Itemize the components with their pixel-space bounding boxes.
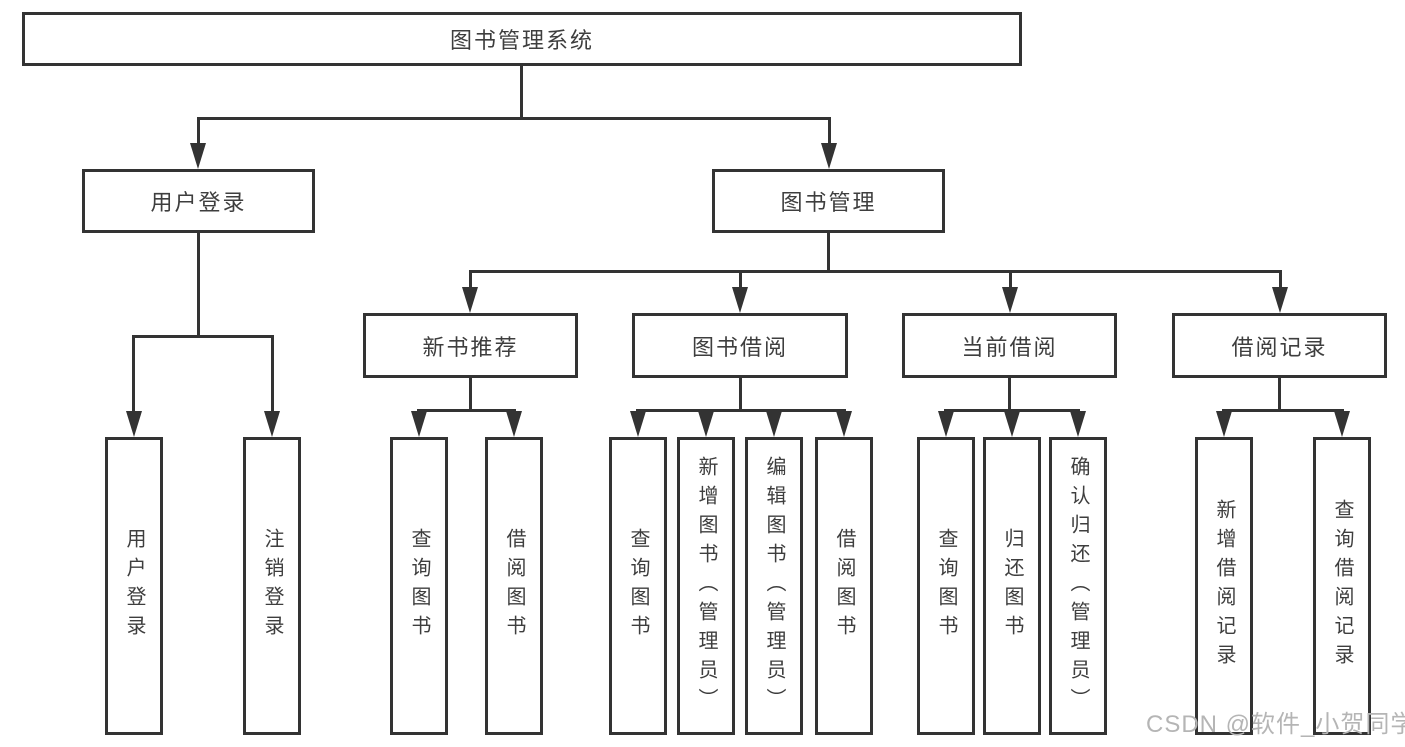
node-label: 借阅记录 [1231,334,1328,360]
node-leaf-return-books: 归还图书 [983,437,1041,735]
node-book-borrowing: 图书借阅 [632,313,848,378]
node-current-borrowing: 当前借阅 [902,313,1117,378]
node-borrowing-records: 借阅记录 [1172,313,1387,378]
node-label: 查询图书 [627,528,649,644]
node-leaf-search-borrow-record: 查询借阅记录 [1313,437,1371,735]
node-label: 查询图书 [935,528,957,644]
node-leaf-add-borrow-record: 新增借阅记录 [1195,437,1253,735]
connector-user-login-hbar [132,335,274,338]
node-label: 注销登录 [261,528,283,644]
node-library-management-system: 图书管理系统 [22,12,1022,66]
arrow-down-icon [732,287,748,313]
node-label: 借阅图书 [833,528,855,644]
arrow-down-icon [1272,287,1288,313]
arrow-down-icon [821,143,837,169]
connector-book-mgmt-stem [827,233,830,273]
node-label: 归还图书 [1001,528,1023,644]
arrow-down-icon [190,143,206,169]
connector-root-left-drop [197,117,200,146]
node-label: 确认归还（管理员） [1067,455,1089,717]
node-leaf-borrow-books-recommend: 借阅图书 [485,437,543,735]
arrow-down-icon [836,411,852,437]
arrow-down-icon [1334,411,1350,437]
node-label: 图书借阅 [691,334,788,360]
connector-current-stem [1008,378,1011,411]
node-label: 用户登录 [123,528,145,644]
node-label: 当前借阅 [961,334,1058,360]
arrow-down-icon [698,411,714,437]
node-book-management: 图书管理 [712,169,945,233]
node-leaf-add-books-admin: 新增图书（管理员） [677,437,735,735]
connector-drop [469,270,472,290]
connector-drop [739,270,742,290]
arrow-down-icon [264,411,280,437]
node-label: 编辑图书（管理员） [763,455,785,717]
node-leaf-user-login: 用户登录 [105,437,163,735]
connector-drop [1279,270,1282,290]
node-leaf-borrow-books-borrowing: 借阅图书 [815,437,873,735]
connector-records-stem [1278,378,1281,411]
node-new-book-recommendation: 新书推荐 [363,313,578,378]
node-label: 图书管理系统 [449,28,594,53]
node-label: 查询图书 [408,528,430,644]
connector-user-login-left-drop [132,335,135,411]
node-label: 新增图书（管理员） [695,455,717,717]
arrow-down-icon [506,411,522,437]
connector-current-hbar [944,409,1080,412]
node-label: 新增借阅记录 [1213,499,1235,673]
connector-records-hbar [1222,409,1344,412]
connector-drop [1009,270,1012,290]
arrow-down-icon [938,411,954,437]
node-leaf-search-books-current: 查询图书 [917,437,975,735]
node-label: 查询借阅记录 [1331,499,1353,673]
arrow-down-icon [766,411,782,437]
connector-root-stem [520,66,523,118]
arrow-down-icon [630,411,646,437]
arrow-down-icon [1070,411,1086,437]
connector-user-login-stem [197,233,200,336]
connector-borrowing-stem [739,378,742,411]
node-leaf-search-books-recommend: 查询图书 [390,437,448,735]
arrow-down-icon [462,287,478,313]
arrow-down-icon [1002,287,1018,313]
node-leaf-edit-books-admin: 编辑图书（管理员） [745,437,803,735]
connector-newbook-stem [469,378,472,411]
node-label: 图书管理 [780,190,877,215]
arrow-down-icon [126,411,142,437]
node-leaf-search-books-borrowing: 查询图书 [609,437,667,735]
connector-user-login-right-drop [271,335,274,411]
arrow-down-icon [1216,411,1232,437]
node-label: 用户登录 [150,190,247,215]
arrow-down-icon [411,411,427,437]
connector-newbook-hbar [417,409,516,412]
node-leaf-logout: 注销登录 [243,437,301,735]
connector-root-right-drop [828,117,831,146]
arrow-down-icon [1004,411,1020,437]
connector-borrowing-hbar [636,409,846,412]
csdn-watermark: CSDN @软件_小贺同学 [1146,711,1405,738]
node-label: 新书推荐 [422,334,519,360]
node-label: 借阅图书 [503,528,525,644]
node-user-login: 用户登录 [82,169,315,233]
node-leaf-confirm-return-admin: 确认归还（管理员） [1049,437,1107,735]
connector-book-mgmt-hbar [469,270,1282,273]
connector-root-hbar [197,117,831,120]
